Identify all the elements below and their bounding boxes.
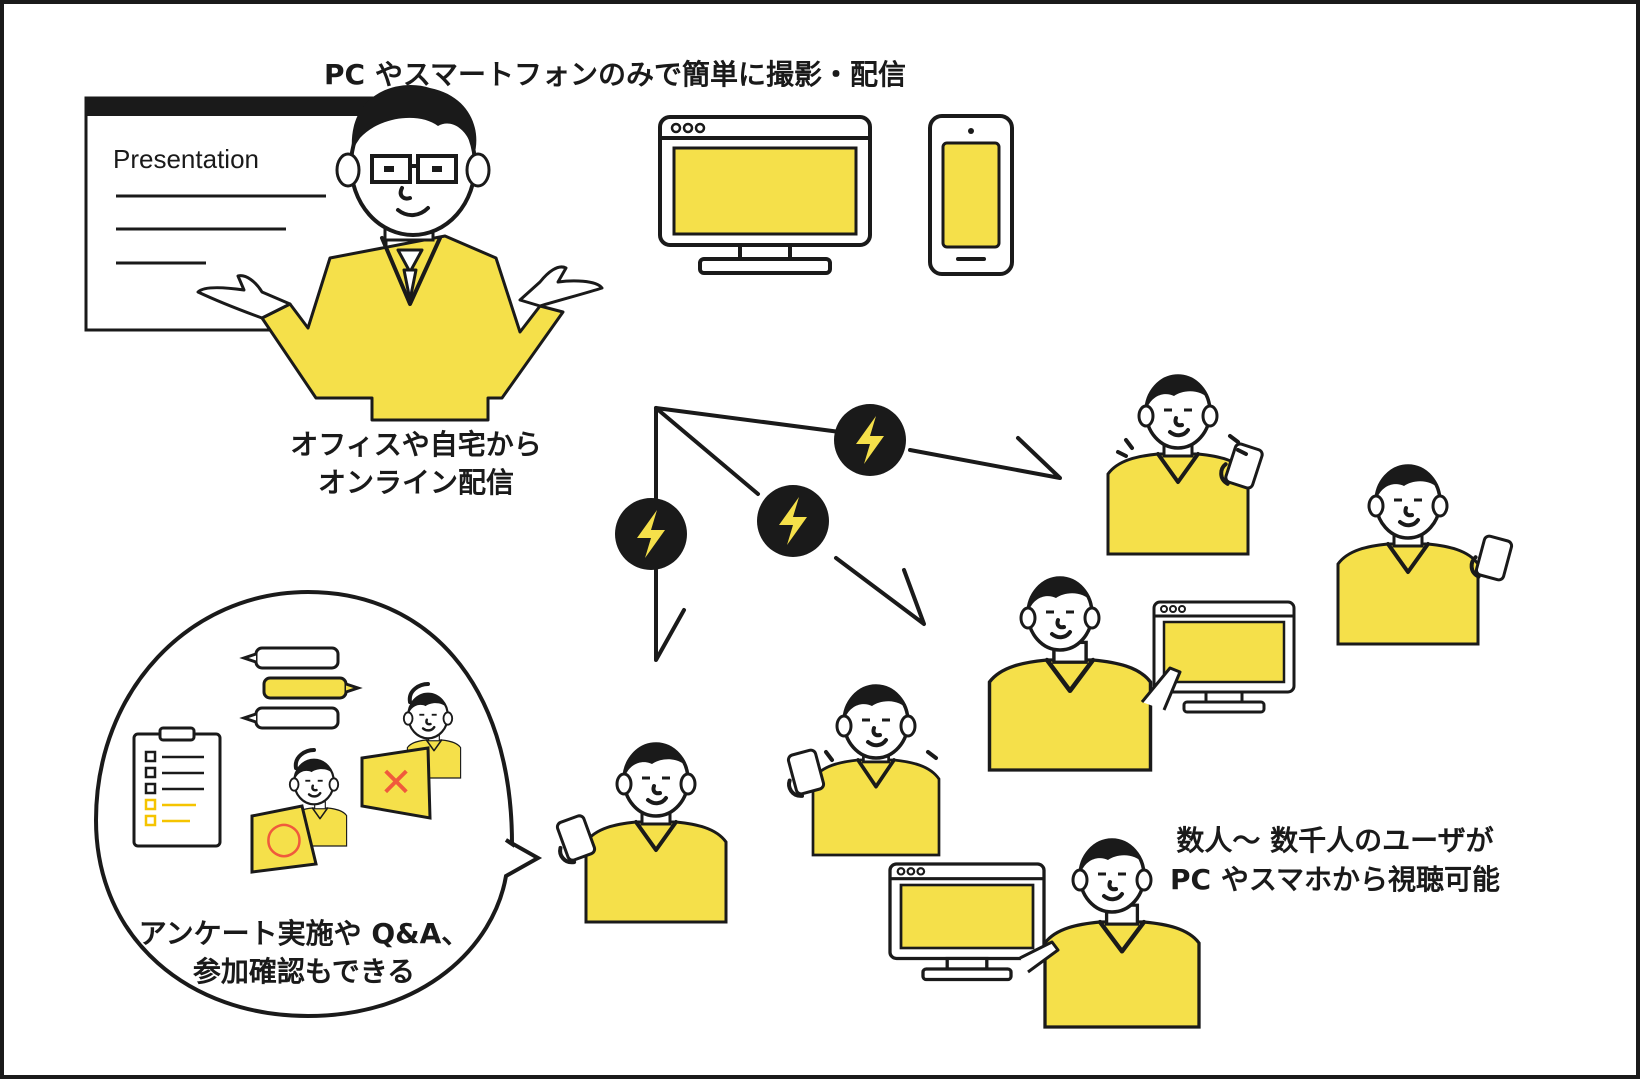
monitor-icon bbox=[658, 115, 872, 275]
quiz-participant-correct: ○ bbox=[250, 748, 348, 874]
presenter-caption-line2: オンライン配信 bbox=[318, 466, 514, 499]
features-caption-line2: 参加確認もできる bbox=[193, 955, 415, 988]
lightning-icon bbox=[834, 404, 906, 476]
transmission-lines bbox=[654, 406, 1062, 662]
lightning-icon bbox=[615, 498, 687, 570]
smartphone-icon bbox=[928, 114, 1014, 276]
viewers-caption-line2: PC やスマホから視聴可能 bbox=[1170, 863, 1500, 896]
slide-label: Presentation bbox=[113, 144, 259, 174]
presenter-caption-line1: オフィスや自宅から bbox=[290, 428, 541, 461]
viewer-monitor bbox=[990, 576, 1296, 770]
viewer-phone bbox=[779, 684, 941, 857]
lightning-icon bbox=[757, 485, 829, 557]
features-caption-line1: アンケート実施や Q&A、 bbox=[139, 917, 470, 950]
wrong-mark: ✕ bbox=[379, 760, 413, 806]
correct-mark: ○ bbox=[265, 812, 303, 863]
viewers-caption-line1: 数人～ 数千人のユーザが bbox=[1176, 824, 1493, 857]
chat-bubble-icon bbox=[239, 646, 363, 730]
viewer-monitor bbox=[888, 838, 1199, 1027]
viewer-nodding bbox=[1106, 374, 1266, 556]
quiz-participant-wrong: ✕ bbox=[360, 682, 462, 820]
clipboard-icon bbox=[132, 726, 222, 848]
diagram-title: PC やスマートフォンのみで簡単に撮影・配信 bbox=[324, 58, 906, 91]
presenter-figure bbox=[196, 85, 604, 422]
